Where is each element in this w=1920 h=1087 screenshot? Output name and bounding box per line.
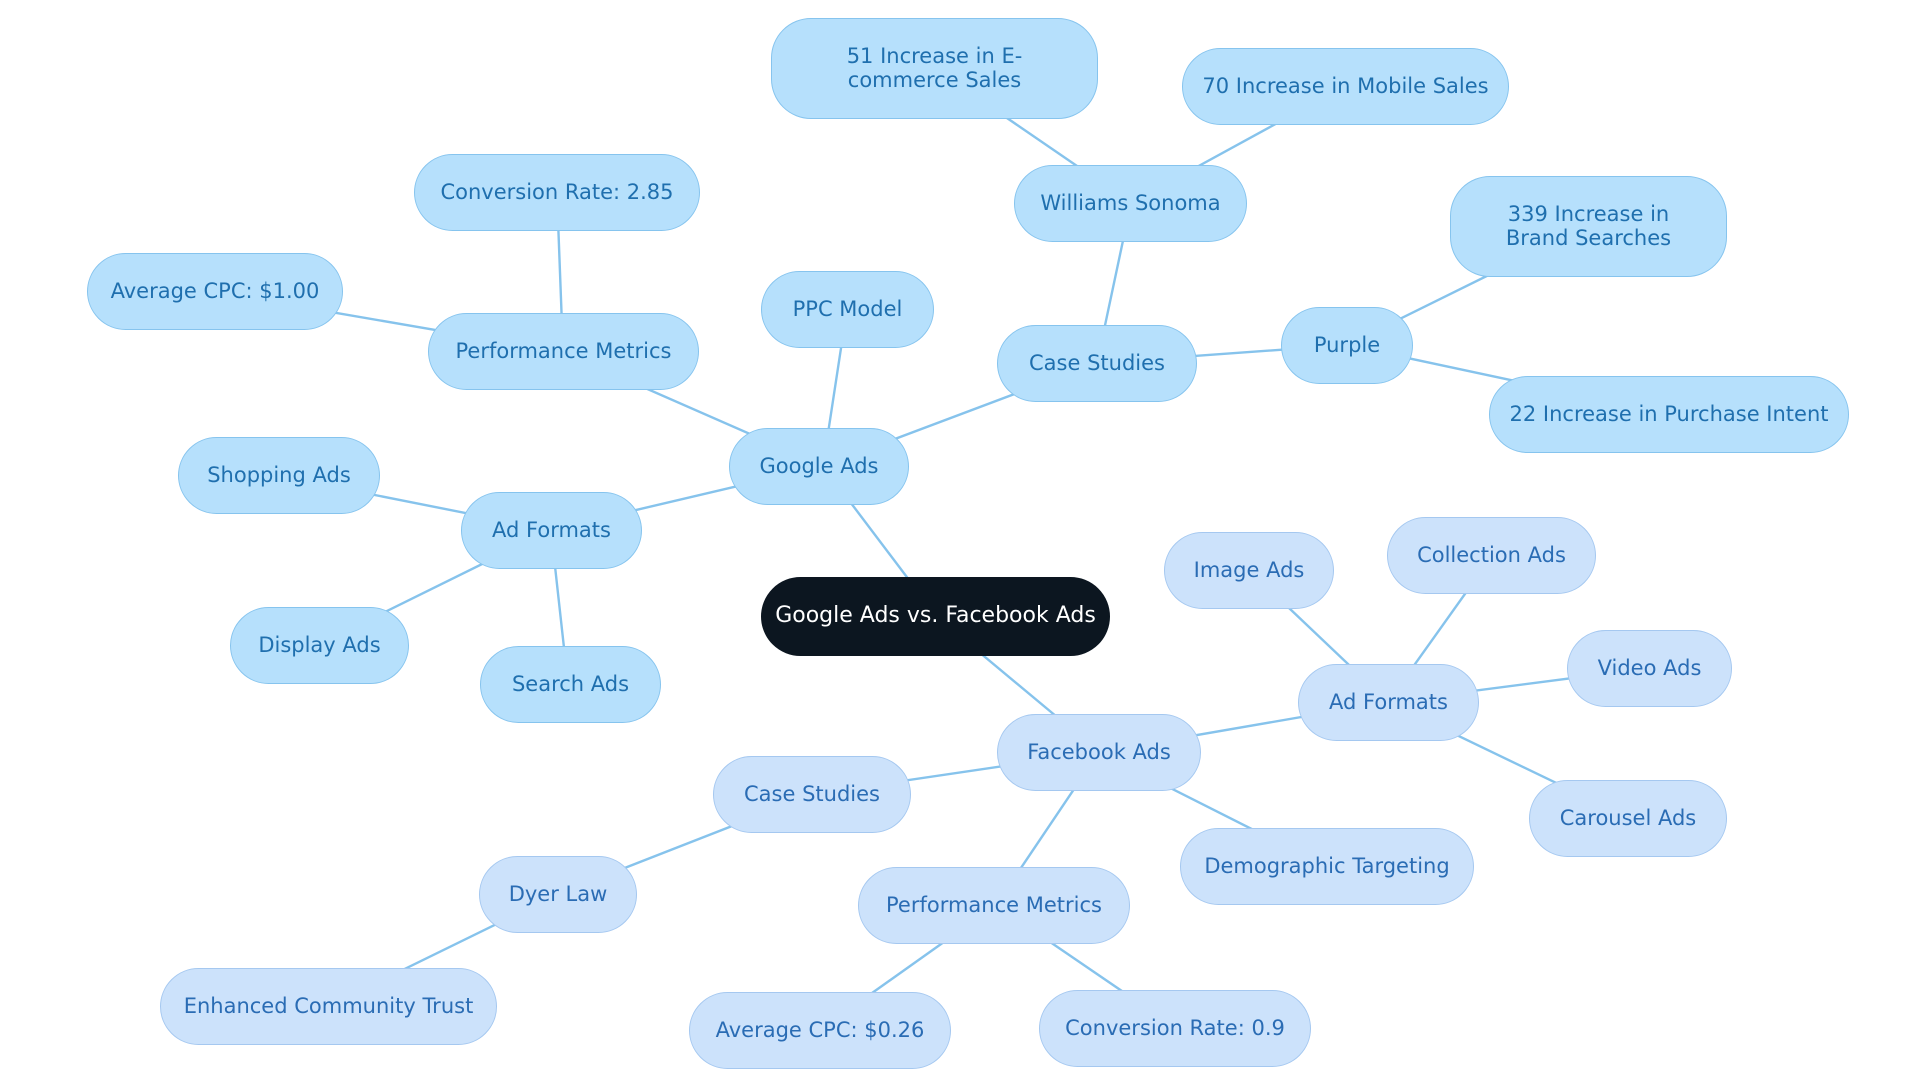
node-facebook-ad-formats[interactable]: Ad Formats — [1298, 664, 1479, 741]
node-ecommerce-increase[interactable]: 51 Increase in E-commerce Sales — [771, 18, 1098, 119]
node-enhanced-community-trust[interactable]: Enhanced Community Trust — [160, 968, 497, 1045]
node-google-ppc-model[interactable]: PPC Model — [761, 271, 934, 348]
node-collection-ads[interactable]: Collection Ads — [1387, 517, 1596, 594]
node-brand-searches-increase[interactable]: 339 Increase in Brand Searches — [1450, 176, 1727, 277]
node-carousel-ads[interactable]: Carousel Ads — [1529, 780, 1727, 857]
node-google-shopping-ads[interactable]: Shopping Ads — [178, 437, 380, 514]
node-facebook-conversion-rate[interactable]: Conversion Rate: 0.9 — [1039, 990, 1311, 1067]
node-demographic-targeting[interactable]: Demographic Targeting — [1180, 828, 1474, 905]
node-facebook-ads[interactable]: Facebook Ads — [997, 714, 1201, 791]
node-google-performance-metrics[interactable]: Performance Metrics — [428, 313, 699, 390]
node-google-average-cpc[interactable]: Average CPC: $1.00 — [87, 253, 343, 330]
node-google-display-ads[interactable]: Display Ads — [230, 607, 409, 684]
node-google-case-studies[interactable]: Case Studies — [997, 325, 1197, 402]
node-purchase-intent-increase[interactable]: 22 Increase in Purchase Intent — [1489, 376, 1849, 453]
node-dyer-law[interactable]: Dyer Law — [479, 856, 637, 933]
node-google-ads[interactable]: Google Ads — [729, 428, 909, 505]
node-williams-sonoma[interactable]: Williams Sonoma — [1014, 165, 1247, 242]
node-video-ads[interactable]: Video Ads — [1567, 630, 1732, 707]
root-node[interactable]: Google Ads vs. Facebook Ads — [761, 577, 1110, 656]
node-facebook-average-cpc[interactable]: Average CPC: $0.26 — [689, 992, 951, 1069]
node-google-search-ads[interactable]: Search Ads — [480, 646, 661, 723]
node-purple[interactable]: Purple — [1281, 307, 1413, 384]
node-image-ads[interactable]: Image Ads — [1164, 532, 1334, 609]
node-facebook-case-studies[interactable]: Case Studies — [713, 756, 911, 833]
node-google-ad-formats[interactable]: Ad Formats — [461, 492, 642, 569]
node-mobile-sales-increase[interactable]: 70 Increase in Mobile Sales — [1182, 48, 1509, 125]
node-facebook-performance-metrics[interactable]: Performance Metrics — [858, 867, 1130, 944]
node-google-conversion-rate[interactable]: Conversion Rate: 2.85 — [414, 154, 700, 231]
